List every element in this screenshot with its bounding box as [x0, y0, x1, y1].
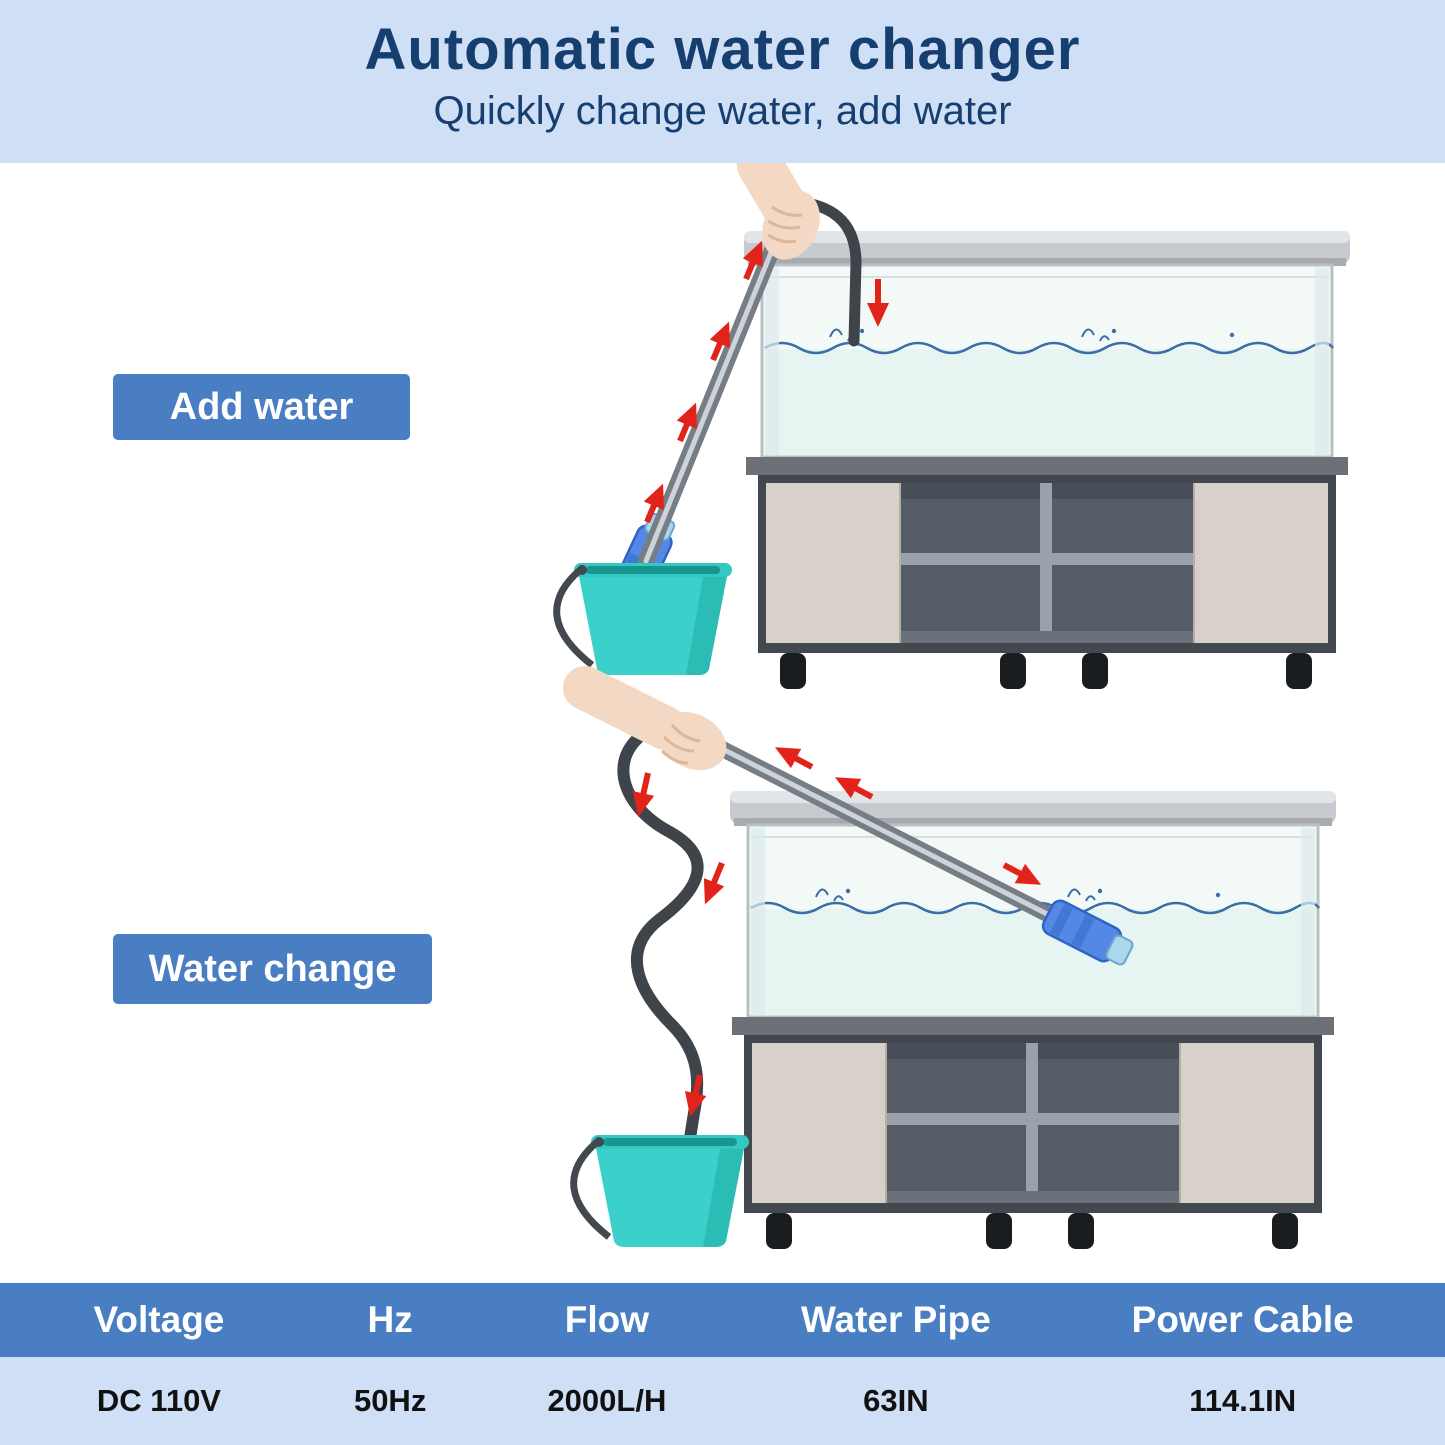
siphon-tube: [638, 215, 791, 569]
water-change-label: Water change: [113, 934, 432, 1004]
aquarium-illustration: [728, 789, 1338, 1251]
header-banner: Automatic water changer Quickly change w…: [0, 0, 1445, 163]
spec-header-hz: Hz: [367, 1299, 413, 1340]
add-water-label: Add water: [113, 374, 410, 440]
hand-illustration: [737, 163, 820, 260]
spec-table: Voltage Hz Flow Water Pipe Power Cable D…: [0, 1283, 1445, 1445]
spec-table-header-row: Voltage Hz Flow Water Pipe Power Cable: [0, 1283, 1445, 1357]
drain-hose: [617, 713, 704, 1144]
spec-header-water-pipe: Water Pipe: [800, 1299, 991, 1340]
siphon-tube: [687, 727, 1063, 926]
illustration-canvas: [0, 163, 1352, 1251]
water-change-scene: [563, 666, 1338, 1251]
bucket-illustration: [557, 563, 732, 675]
page-title: Automatic water changer: [364, 17, 1081, 82]
spec-table-value-row: DC 110V 50Hz 2000L/H 63IN 114.1IN: [0, 1357, 1445, 1445]
spec-value-flow: 2000L/H: [547, 1383, 667, 1418]
spec-value-voltage: DC 110V: [96, 1383, 221, 1418]
bucket-illustration: [574, 1135, 749, 1247]
spec-value-water-pipe: 63IN: [863, 1383, 929, 1418]
spec-value-power-cable: 114.1IN: [1189, 1383, 1297, 1418]
add-water-scene: [557, 163, 1352, 691]
spec-header-power-cable: Power Cable: [1131, 1299, 1354, 1340]
hand-illustration: [563, 666, 727, 771]
illustration-area: Add water Water change: [0, 163, 1445, 1283]
page-subtitle: Quickly change water, add water: [433, 88, 1012, 133]
spec-value-hz: 50Hz: [353, 1383, 427, 1418]
spec-header-flow: Flow: [564, 1299, 650, 1340]
aquarium-illustration: [742, 229, 1352, 691]
spec-header-voltage: Voltage: [93, 1299, 225, 1340]
flow-arrows-down: [632, 747, 1042, 1117]
flow-arrows-up: [643, 240, 889, 524]
